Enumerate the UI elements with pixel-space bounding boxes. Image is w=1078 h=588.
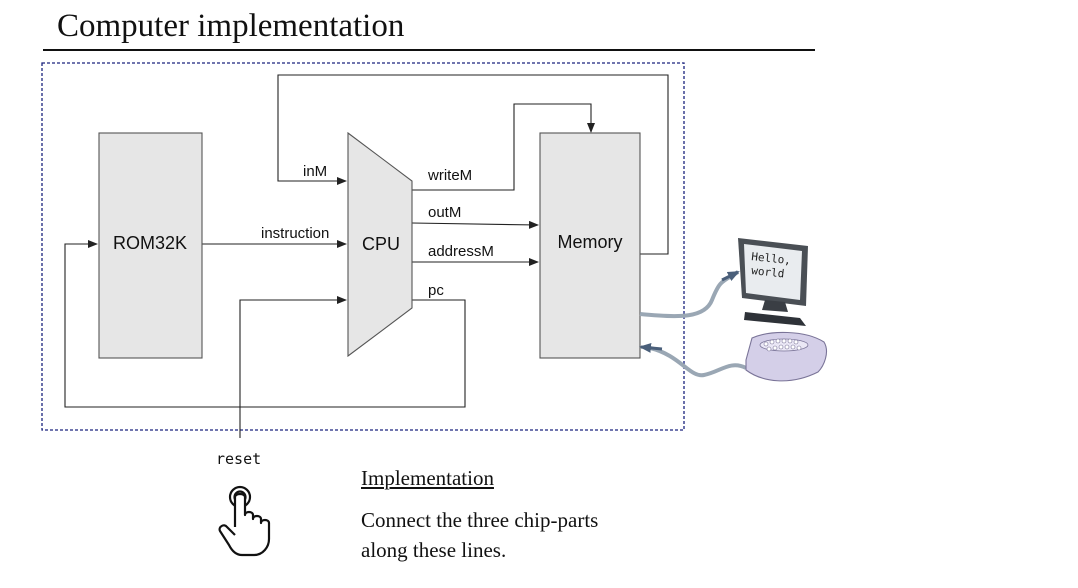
keyboard-icon (745, 331, 827, 382)
implementation-line-2: along these lines. (361, 538, 507, 562)
writeM-label: writeM (427, 167, 472, 184)
memory-chip (539, 132, 641, 359)
addressM-label: addressM (428, 243, 494, 260)
reset-button-hand-icon[interactable] (214, 485, 276, 557)
rom32k-chip (98, 132, 203, 359)
outM-label: outM (428, 204, 461, 221)
writeM-wire (412, 103, 595, 191)
computer-frame (41, 62, 685, 431)
implementation-line-1: Connect the three chip-parts (361, 508, 599, 532)
outM-wire (411, 220, 539, 229)
screen-text-line1: Hello, (751, 250, 792, 267)
inM-label: inM (303, 163, 327, 180)
reset-label: reset (216, 450, 262, 468)
keyboard-cable (649, 346, 747, 378)
screen-text-line2: world (751, 264, 785, 280)
rom32k-label: ROM32K (113, 233, 187, 253)
inM-wire (277, 74, 669, 255)
pc-wire (64, 240, 466, 408)
screen-cable-arrow (721, 270, 740, 282)
memory-label: Memory (557, 232, 622, 252)
instruction-label: instruction (261, 225, 329, 242)
reset-wire (239, 296, 347, 438)
slide-title: Computer implementation (57, 8, 405, 44)
cpu-label: CPU (362, 234, 400, 254)
pc-label: pc (428, 282, 444, 299)
implementation-heading: Implementation (361, 466, 494, 490)
keyboard-cable-arrow (639, 342, 663, 353)
cpu-chip (347, 131, 413, 358)
implementation-body: Connect the three chip-parts along these… (361, 505, 691, 565)
title-divider (43, 49, 815, 51)
screen-monitor: Hello, world (738, 238, 808, 326)
